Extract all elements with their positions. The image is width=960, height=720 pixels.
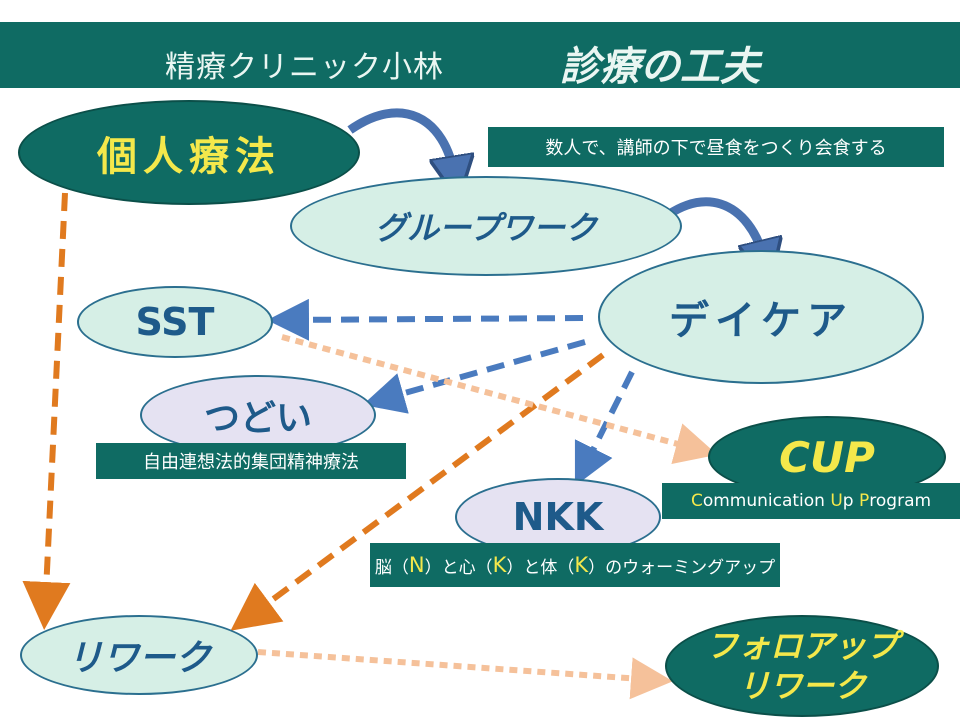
node-followup-line2: リワーク: [737, 667, 866, 705]
caption-cup-c: C: [690, 491, 703, 511]
node-sst-label: SST: [135, 300, 215, 344]
node-rework: リワーク: [20, 615, 258, 695]
arrow-daycare-to-rework: [230, 352, 605, 631]
node-tsudoi-label: つどい: [203, 398, 312, 439]
node-cup-label: CUP: [779, 432, 875, 482]
caption-cup-t3: rogram: [869, 491, 932, 511]
node-day-care-label: デイケア: [669, 298, 853, 344]
caption-cup-p: P: [859, 491, 870, 511]
arrow-daycare-to-nkk: [574, 370, 635, 487]
caption-nkk: 脳（N）と心（K）と体（K）のウォーミングアップ: [370, 543, 780, 587]
node-tsudoi: つどい: [140, 375, 376, 455]
caption-nkk-k2: K: [574, 553, 589, 577]
caption-tsudoi: 自由連想法的集団精神療法: [96, 443, 406, 479]
caption-group-work-text: 数人で、講師の下で昼食をつくり会食する: [545, 138, 887, 159]
node-rework-label: リワーク: [66, 638, 211, 679]
node-followup-line1: フォロアップ: [705, 627, 898, 665]
caption-nkk-n: N: [408, 553, 425, 577]
page-subtitle: 診療の工夫: [560, 44, 760, 90]
node-group-work: グループワーク: [290, 176, 682, 276]
title-banner: [0, 22, 960, 88]
node-day-care: デイケア: [598, 250, 924, 384]
caption-nkk-t4: ）のウォーミングアップ: [588, 557, 776, 578]
caption-nkk-t1: 脳（: [374, 557, 409, 578]
caption-cup-t2: p: [842, 491, 859, 511]
arrow-individual-to-rework: [22, 192, 71, 630]
caption-nkk-t3: ）と体（: [506, 557, 575, 578]
node-sst: SST: [77, 286, 273, 358]
arrow-daycare-to-tsudoi: [362, 339, 586, 414]
node-individual-therapy-label: 個人療法: [97, 133, 281, 180]
caption-nkk-t2: ）と心（: [424, 557, 493, 578]
node-followup-rework: フォロアップ リワーク: [665, 615, 939, 717]
arrow-daycare-to-sst: [267, 298, 584, 341]
node-group-work-label: グループワーク: [374, 209, 598, 247]
arrow-rework-to-followup: [257, 649, 673, 700]
caption-cup-u: U: [830, 491, 843, 511]
caption-group-work: 数人で、講師の下で昼食をつくり会食する: [488, 127, 944, 167]
caption-cup-t1: ommunication: [702, 491, 831, 511]
curve-arrow-individual-to-groupwork: [347, 108, 455, 178]
clinic-name: 精療クリニック小林: [165, 50, 444, 85]
node-nkk-label: NKK: [512, 495, 604, 539]
arrow-sst-to-cup: [281, 334, 718, 465]
node-individual-therapy: 個人療法: [18, 100, 360, 205]
caption-tsudoi-text: 自由連想法的集団精神療法: [143, 452, 359, 473]
caption-nkk-k1: K: [492, 553, 507, 577]
